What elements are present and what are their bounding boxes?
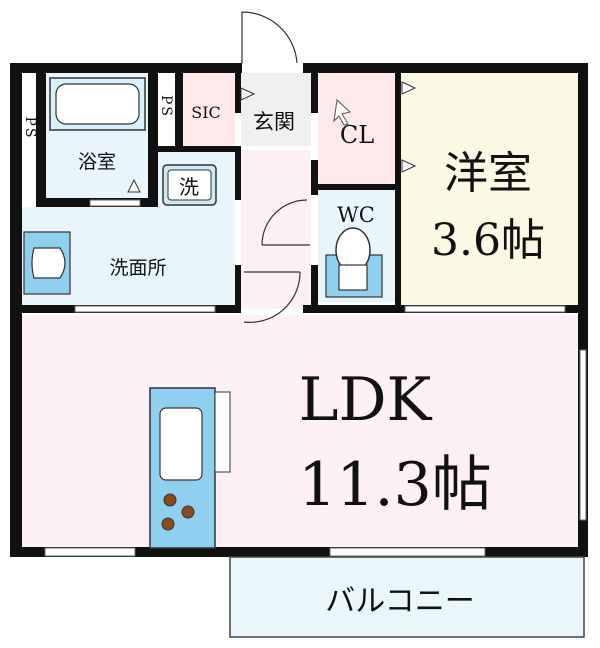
closet-area bbox=[318, 73, 395, 185]
closet-label: CL bbox=[340, 121, 374, 149]
windows bbox=[44, 199, 587, 557]
closet-door-arrows bbox=[401, 81, 417, 173]
bath-step-icon bbox=[127, 178, 141, 193]
kitchen-counter bbox=[149, 387, 231, 549]
ldk-area bbox=[22, 315, 578, 547]
western-room-name: 洋室 bbox=[444, 148, 532, 199]
entrance-door bbox=[241, 11, 298, 64]
exterior-walls bbox=[10, 63, 588, 557]
western-room-area bbox=[401, 73, 578, 309]
ps-mid-label: PS bbox=[158, 95, 174, 118]
washer-icon bbox=[162, 164, 217, 206]
toilet-label: WC bbox=[337, 203, 375, 227]
balcony-outline bbox=[229, 556, 585, 638]
sink-icon bbox=[23, 231, 71, 295]
hall-door bbox=[243, 199, 310, 323]
bathroom-label: 浴室 bbox=[78, 151, 116, 173]
entrance-area bbox=[241, 73, 311, 146]
bathtub-icon bbox=[49, 77, 146, 131]
sic-area bbox=[183, 73, 235, 146]
western-room-size: 3.6帖 bbox=[431, 215, 545, 266]
entrance-label: 玄関 bbox=[253, 110, 295, 134]
toilet-icon bbox=[325, 227, 383, 298]
balcony-area bbox=[230, 555, 584, 637]
entrance-step-arrow bbox=[240, 87, 256, 101]
sic-label: SIC bbox=[191, 103, 221, 122]
washer-label: 洗 bbox=[179, 175, 199, 199]
closet-hanger-icon bbox=[333, 98, 352, 126]
ps-left-label: PS bbox=[22, 116, 38, 139]
hall-area bbox=[241, 150, 311, 309]
ldk-size: 11.3帖 bbox=[298, 450, 492, 520]
stove-burners-icon bbox=[161, 493, 195, 531]
balcony-label: バルコニー bbox=[325, 584, 474, 619]
washroom-label: 洗面所 bbox=[109, 257, 166, 279]
ldk-name: LDK bbox=[299, 365, 433, 435]
